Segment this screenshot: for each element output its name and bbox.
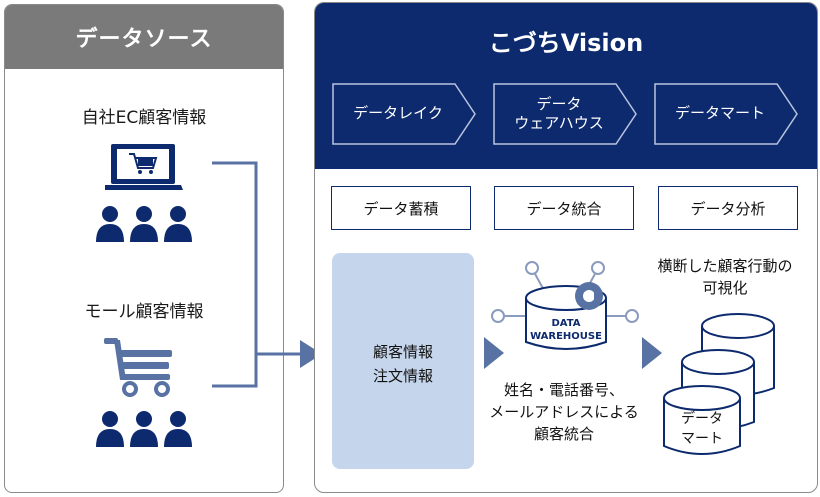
stage-chevron-lake (332, 83, 476, 145)
data-mart-label: データ マート (681, 411, 723, 447)
stage-label-mart: データマート (674, 104, 765, 123)
arrow-lake-to-warehouse (484, 337, 504, 369)
laptop-cart-icon (105, 144, 183, 190)
data-lake-box: 顧客情報 注文情報 (332, 253, 474, 469)
warehouse-caption: 姓名・電話番号、 メールアドレスによる 顧客統合 (489, 381, 639, 443)
warehouse-icon-label: DATA WAREHOUSE (530, 318, 602, 342)
source-label-mall: モール顧客情報 (84, 302, 204, 322)
stage-chevron-warehouse (493, 83, 637, 145)
arrow-warehouse-to-mart (642, 337, 662, 369)
stage-label-warehouse: データ ウェアハウス (514, 94, 604, 133)
function-box-accumulate: データ蓄積 (331, 186, 471, 230)
platform-header (315, 3, 817, 169)
stage-label-lake: データレイク (353, 104, 443, 123)
stage-chevron-mart (654, 83, 798, 145)
data-mart-cylinders (663, 313, 775, 455)
platform-title: こづちVision (488, 29, 644, 57)
data-source-header: データソース (5, 5, 283, 69)
gear-icon (575, 282, 603, 310)
customers-group-icon-ec (96, 206, 192, 242)
lake-item-order: 注文情報 (372, 367, 433, 385)
source-label-ec: 自社EC顧客情報 (81, 108, 207, 128)
shopping-cart-icon (104, 338, 172, 397)
function-box-analyze: データ分析 (658, 186, 798, 230)
data-warehouse-icon (491, 261, 639, 350)
cart-icon (129, 153, 158, 169)
function-box-integrate: データ統合 (494, 186, 634, 230)
mart-caption: 横断した顧客行動の 可視化 (657, 257, 793, 297)
customers-group-icon-mall (96, 411, 192, 447)
arrow-into-platform (300, 340, 322, 368)
lake-item-customer: 顧客情報 (372, 343, 433, 361)
